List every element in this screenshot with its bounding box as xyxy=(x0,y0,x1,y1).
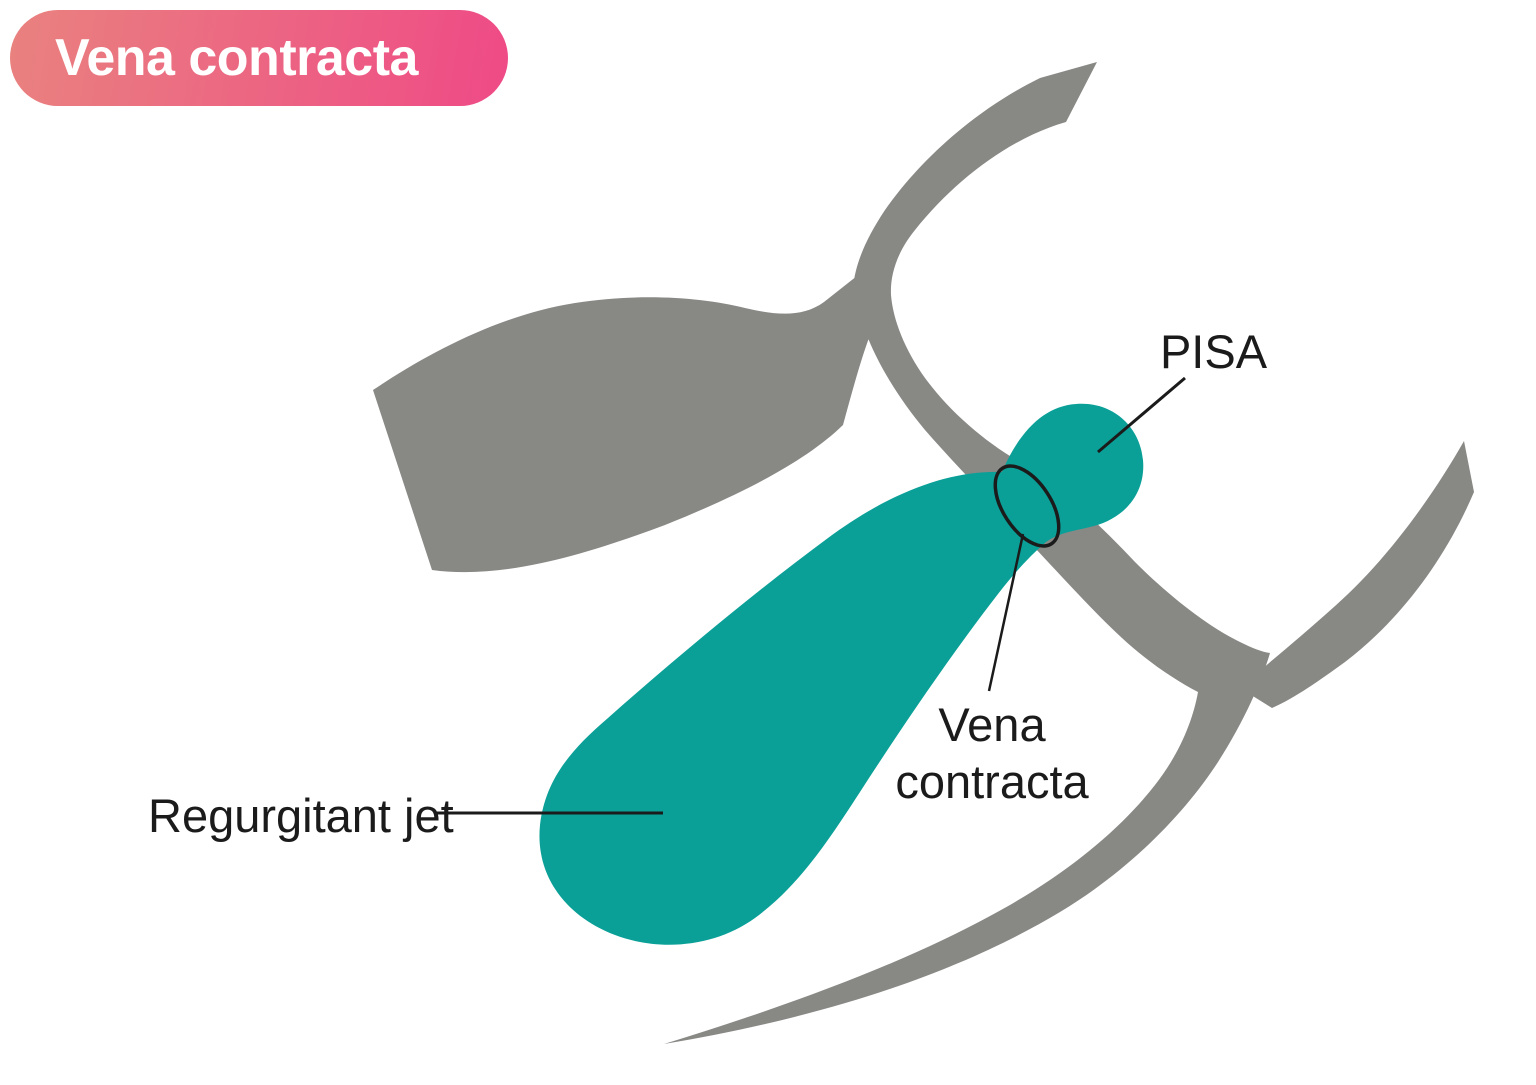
pisa-leader-line xyxy=(1097,376,1186,454)
title-badge-label: Vena contracta xyxy=(55,29,418,87)
heart-wall-left-leaflet xyxy=(373,272,872,573)
regurgitant-jet-label: Regurgitant jet xyxy=(148,789,454,842)
title-badge: Vena contracta xyxy=(10,10,508,106)
regurgitant-jet-shape xyxy=(539,403,1144,945)
vena-contracta-leader-line xyxy=(987,533,1025,692)
vena-contracta-ellipse xyxy=(993,464,1061,548)
heart-wall-right-band xyxy=(1240,441,1474,708)
vena-contracta-label: Vena contracta xyxy=(895,698,1089,809)
pisa-label: PISA xyxy=(1159,325,1268,378)
